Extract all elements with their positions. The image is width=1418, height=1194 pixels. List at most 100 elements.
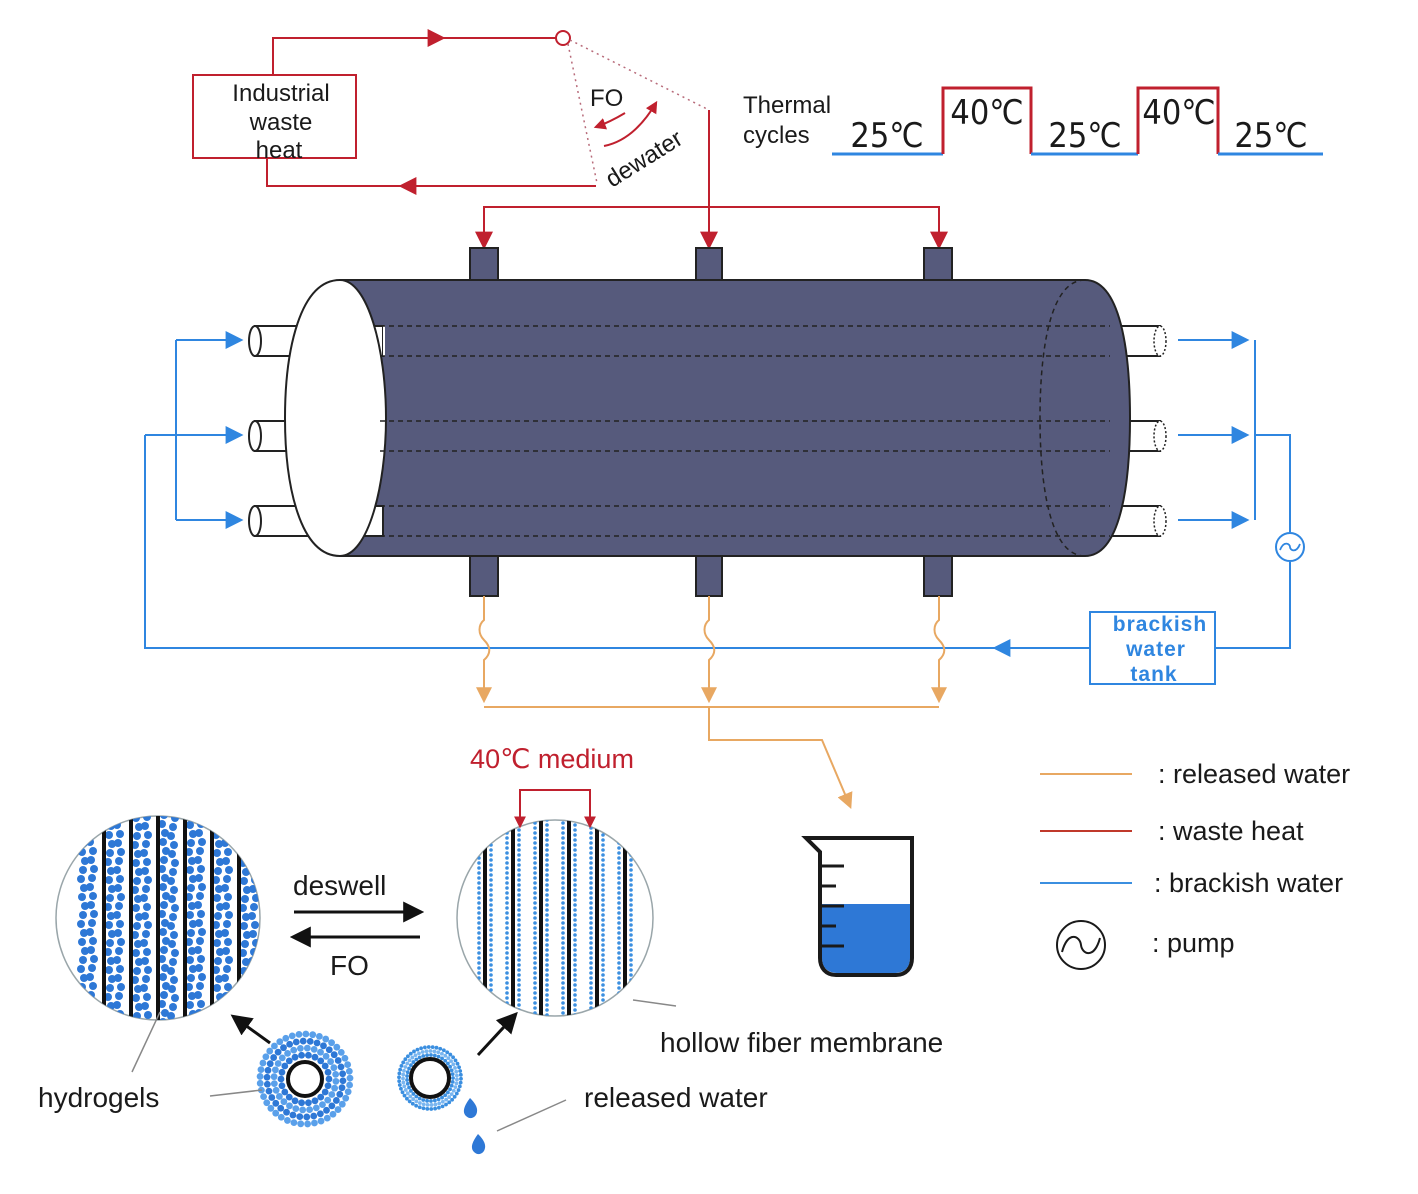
hydrogel-particle — [132, 994, 140, 1002]
hydrogel-particle — [517, 983, 521, 987]
pump — [1275, 532, 1305, 562]
hydrogel-particle — [477, 846, 481, 850]
hydrogel-particle — [280, 1044, 287, 1052]
hydrogel-particle — [266, 1060, 274, 1068]
hydrogel-particle — [533, 951, 537, 955]
hydrogel-particle — [517, 988, 521, 992]
heat-source-label-3: heat — [256, 137, 303, 164]
hydrogel-particle — [489, 963, 493, 967]
hydrogel-particle — [533, 996, 537, 1000]
hydrogel-particle — [224, 848, 232, 856]
hydrogel-particle — [617, 1011, 621, 1015]
hydrogel-particle — [88, 919, 96, 927]
hydrogel-particle — [312, 1104, 320, 1112]
hydrogel-particle — [221, 929, 229, 937]
hydrogel-particle — [573, 893, 577, 897]
hydrogel-particle — [248, 1002, 256, 1010]
hydrogel-particle — [161, 1009, 169, 1017]
hydrogel-particle — [545, 853, 549, 857]
hydrogel-particle — [325, 1046, 333, 1054]
hydrogel-particle — [171, 816, 179, 822]
hydrogel-particle — [108, 975, 116, 983]
hydrogel-particle — [573, 1008, 577, 1012]
hydrogel-particle — [505, 816, 509, 820]
hydrogel-particle — [425, 1053, 429, 1058]
hydrogel-particle — [589, 856, 593, 860]
hydrogel-particle — [477, 841, 481, 845]
hydrogel-particle — [561, 1001, 565, 1005]
hydrogel-particle — [115, 857, 123, 865]
hydrogel-particle — [117, 893, 125, 901]
hydrogel-particle — [629, 888, 633, 892]
hydrogel-particle — [440, 1099, 445, 1104]
hydrogel-particle — [277, 1104, 285, 1112]
hydrogel-particle — [417, 1055, 422, 1060]
hydrogel-particle — [517, 828, 521, 832]
hydrogel-particle — [132, 904, 140, 912]
hydrogel-particle — [413, 1053, 418, 1058]
hydrogel-particle — [561, 921, 565, 925]
bottom-port-2 — [695, 555, 723, 597]
hydrogel-particle — [222, 992, 230, 1000]
hydrogel-particle — [429, 1103, 434, 1107]
hydrogel-particle — [589, 896, 593, 900]
hydrogel-particle — [589, 911, 593, 915]
hydrogel-particle — [489, 953, 493, 957]
hydrogel-particle — [629, 988, 633, 992]
hydrogel-particle — [171, 859, 179, 867]
hydrogel-particle — [403, 1065, 408, 1069]
hydrogel-particle — [589, 881, 593, 885]
hydrogel-particle — [452, 1094, 457, 1099]
hydrogel-particle — [188, 947, 196, 955]
hydrogel-particle — [489, 1013, 493, 1016]
hydrogel-particle — [533, 956, 537, 960]
hydrogel-particle — [88, 874, 96, 882]
hydrogel-particle — [589, 831, 593, 835]
hydrogel-particle — [167, 967, 175, 975]
hydrogel-particle — [251, 921, 259, 929]
hydrogel-particle — [189, 830, 197, 838]
hydrogel-particle — [213, 894, 221, 902]
hydrogel-particle — [589, 866, 593, 870]
hydrogel-particle — [134, 895, 142, 903]
brackish-water-tank: brackish water tank — [1089, 611, 1216, 686]
hydrogel-particle — [533, 901, 537, 905]
swollen-fiber-cross-section — [230, 1014, 354, 1128]
hydrogel-particle — [240, 877, 248, 885]
hydrogel-particle — [440, 1095, 444, 1100]
hydrogel-particle — [477, 1006, 481, 1010]
hydrogel-particle — [405, 1091, 410, 1096]
hydrogel-particle — [505, 876, 509, 880]
hydrogel-particle — [601, 933, 605, 937]
hydrogel-particle — [194, 816, 202, 819]
hydrogel-particle — [224, 938, 232, 946]
tank-label-2: water — [1125, 638, 1186, 661]
hydrogel-particle — [573, 948, 577, 952]
hydrogel-particle — [573, 883, 577, 887]
hydrogel-particle — [573, 853, 577, 857]
hydrogel-particle — [601, 943, 605, 947]
callout-leaders — [131, 999, 677, 1132]
hydrogel-particle — [489, 948, 493, 952]
hydrogel-particle — [107, 957, 115, 965]
hydrogel-particle — [162, 982, 170, 990]
hydrogel-particle — [617, 971, 621, 975]
hydrogel-particle — [477, 916, 481, 920]
hydrogel-particle — [545, 973, 549, 977]
hydrogel-particle — [286, 1102, 293, 1110]
hydrogel-particle — [397, 1083, 402, 1087]
hydrogel-particle — [489, 943, 493, 947]
hydrogel-particle — [324, 1096, 332, 1104]
hydrogel-particle — [399, 1086, 403, 1091]
hydrogel-particle — [167, 832, 175, 840]
hydrogel-particle — [617, 976, 621, 980]
hydrogel-particle — [449, 1068, 454, 1073]
hydrogel-particle — [533, 816, 537, 820]
hydrogel-particle — [331, 1084, 339, 1092]
hydrogel-particle — [252, 939, 260, 947]
hydrogel-particle — [459, 1076, 463, 1081]
hydrogel-particle — [304, 1120, 311, 1128]
hydrogel-particle — [505, 981, 509, 985]
hydrogel-particle — [533, 826, 537, 830]
hydrogel-particle — [477, 931, 481, 935]
